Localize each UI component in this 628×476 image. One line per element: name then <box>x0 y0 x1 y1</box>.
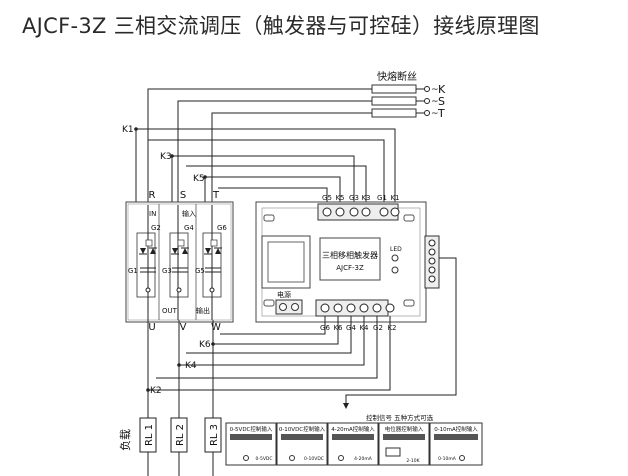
in-cn-label: 输入 <box>182 209 196 218</box>
led-label: LED <box>390 246 402 253</box>
svg-text:~: ~ <box>431 109 439 119</box>
phase-label-k: K <box>438 83 446 96</box>
fuse-label: 快熔断丝 <box>377 70 417 83</box>
fuse-block <box>371 84 417 118</box>
svg-text:0-10VDC控制输入: 0-10VDC控制输入 <box>279 425 326 433</box>
out-label: OUT <box>162 307 178 315</box>
svg-text:0-10VDC: 0-10VDC <box>304 456 324 462</box>
wire-label-k1: K1 <box>122 125 134 135</box>
control-header: 控制信号 五种方式可选 <box>366 413 434 422</box>
led-indicator-1 <box>391 254 399 262</box>
svg-text:RL 3: RL 3 <box>209 424 220 446</box>
svg-text:4-20mA: 4-20mA <box>354 456 373 462</box>
term-top-k5: K5 <box>335 194 344 202</box>
phase-label-t-top: T <box>212 190 220 201</box>
gate-label-g3: G3 <box>162 267 172 275</box>
gate-label-g5: G5 <box>195 267 205 275</box>
svg-text:0-10mA: 0-10mA <box>438 456 457 462</box>
load-label: 负载 <box>118 429 132 451</box>
phase-label-t: T <box>437 107 445 120</box>
top-terminal-strip: G5 K5 G3 K3 G1 K1 <box>317 194 400 221</box>
term-top-g5: G5 <box>322 194 332 202</box>
control-block-0-10vdc: 0-10VDC控制输入 0-10VDC <box>276 422 328 466</box>
trigger-name: 三相移相触发器 <box>322 250 378 260</box>
control-terminal-block <box>345 235 457 405</box>
wire-label-k2: K2 <box>150 386 162 396</box>
control-block-0-5vdc: 0-5VDC控制输入 0-5VDC <box>225 422 277 466</box>
supply-wires <box>147 88 372 205</box>
bottom-terminal-strip: G6 K6 G4 K4 G2 K2 <box>315 299 397 332</box>
svg-text:电位器控制输入: 电位器控制输入 <box>385 425 424 433</box>
in-label: IN <box>149 210 156 218</box>
phase-label-u: U <box>148 322 155 333</box>
wire-label-k3: K3 <box>160 152 172 162</box>
wire-label-k6: K6 <box>199 340 211 350</box>
svg-text:4-20mA控制输入: 4-20mA控制输入 <box>331 425 375 433</box>
load-resistor-1: RL 1 <box>139 417 157 453</box>
svg-text:0-5VDC控制输入: 0-5VDC控制输入 <box>230 425 273 433</box>
term-top-g3: G3 <box>349 194 359 202</box>
svg-text:RL 2: RL 2 <box>175 424 186 446</box>
page-title: AJCF-3Z 三相交流调压（触发器与可控硅）接线原理图 <box>22 14 540 38</box>
thyristor-pair-1 <box>136 205 157 320</box>
term-bottom-g2: G2 <box>373 324 383 332</box>
trigger-model: AJCF-3Z <box>336 264 364 272</box>
phase-label-s-top: S <box>180 190 186 201</box>
wire-label-k5: K5 <box>193 174 205 184</box>
svg-text:RL 1: RL 1 <box>144 424 155 446</box>
thyristor-pair-2 <box>169 205 189 320</box>
load-resistor-3: RL 3 <box>204 417 222 453</box>
svg-text:2-10K: 2-10K <box>406 458 420 464</box>
term-top-k3: K3 <box>361 194 370 202</box>
phase-label-r: R <box>149 190 156 201</box>
svg-text:~: ~ <box>431 85 439 95</box>
phase-label-s: S <box>438 95 445 108</box>
svg-text:0-10mA控制输入: 0-10mA控制输入 <box>434 425 478 433</box>
phase-label-v: V <box>180 322 187 333</box>
term-top-g1: G1 <box>377 194 387 202</box>
term-bottom-k2: K2 <box>387 324 396 332</box>
wire-label-k4: K4 <box>185 361 197 371</box>
gate-label-g2: G2 <box>151 224 161 232</box>
gate-label-g4: G4 <box>184 224 194 232</box>
gate-label-g6: G6 <box>217 224 227 232</box>
led-indicator-2 <box>391 266 399 274</box>
fuse-phase-terminals: ~ ~ ~ K S T <box>416 83 446 120</box>
power-label: 电源 <box>277 290 291 299</box>
control-block-0-10ma: 0-10mA控制输入 0-10mA <box>429 422 483 466</box>
phase-label-w: W <box>211 322 221 333</box>
bottom-signal-wires: K6 K4 K2 <box>146 316 391 396</box>
load-resistor-2: RL 2 <box>170 417 188 453</box>
thyristor-pair-3 <box>202 205 222 320</box>
control-block-4-20ma: 4-20mA控制输入 4-20mA <box>327 422 379 466</box>
output-wires <box>147 320 214 476</box>
gate-label-g1: G1 <box>128 267 138 275</box>
svg-text:0-5VDC: 0-5VDC <box>255 456 272 462</box>
scr-module: R S T IN 输入 OUT 输出 G2 G4 G6 G1 G3 G5 <box>125 190 234 323</box>
svg-text:~: ~ <box>431 97 439 107</box>
out-cn-label: 输出 <box>196 306 210 315</box>
term-top-k1: K1 <box>390 194 399 202</box>
control-block-potentiometer: 电位器控制输入 2-10K <box>378 422 430 466</box>
